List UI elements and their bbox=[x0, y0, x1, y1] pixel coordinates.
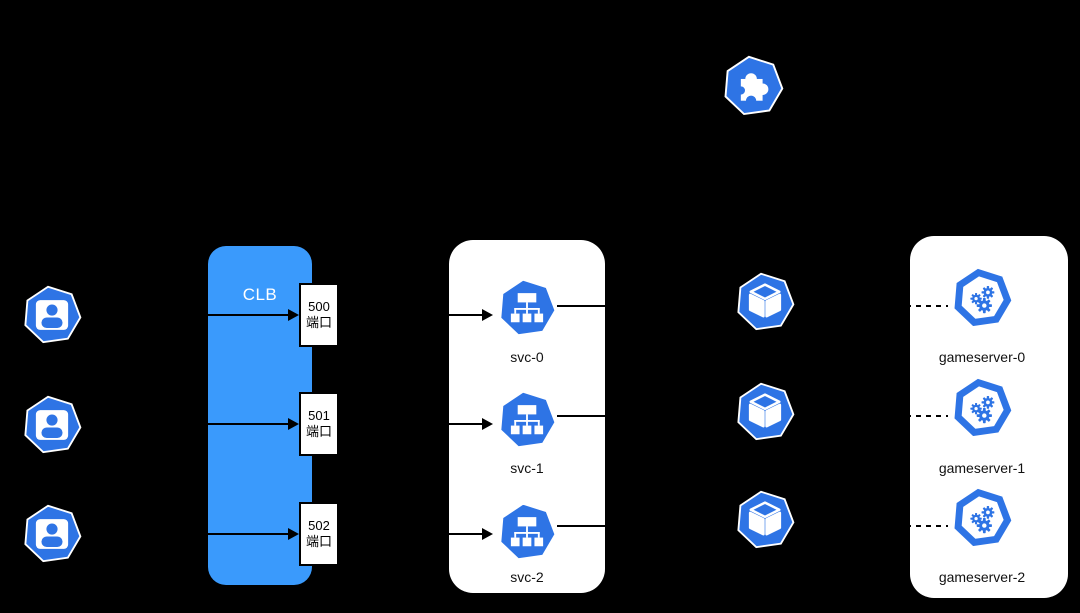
clb-label: CLB bbox=[242, 285, 278, 304]
kubernetes-service-icon bbox=[496, 389, 558, 451]
arrowhead-icon bbox=[288, 309, 299, 321]
connector-port-to-svc bbox=[341, 314, 483, 316]
gameserver-label: gameserver-2 bbox=[938, 569, 1026, 585]
service-label: svc-1 bbox=[510, 460, 544, 476]
dashed-connector-pod-to-gameserver bbox=[796, 415, 948, 417]
puzzle-plugin-icon bbox=[721, 54, 785, 118]
connector-svc-to-pod bbox=[557, 415, 735, 417]
user-icon bbox=[21, 284, 83, 346]
arrowhead-icon bbox=[482, 309, 493, 321]
connector-svc-to-pod bbox=[557, 305, 735, 307]
port-unit: 端口 bbox=[305, 424, 332, 439]
connector-svc-to-pod bbox=[557, 525, 735, 527]
gameserver-label: gameserver-1 bbox=[938, 460, 1026, 476]
connector-user-to-port bbox=[80, 314, 289, 316]
user-icon bbox=[21, 503, 83, 565]
port-number: 500 bbox=[308, 299, 330, 314]
pod-cube-icon bbox=[734, 381, 796, 443]
port-number: 501 bbox=[308, 408, 330, 423]
arrowhead-icon bbox=[482, 528, 493, 540]
gameserver-gears-icon bbox=[949, 265, 1015, 331]
gameserver-gears-icon bbox=[949, 485, 1015, 551]
port-box-502: 502 端口 bbox=[299, 502, 339, 566]
dashed-connector-pod-to-gameserver bbox=[796, 305, 948, 307]
port-unit: 端口 bbox=[305, 534, 332, 549]
service-label: svc-0 bbox=[510, 349, 544, 365]
connector-port-to-svc bbox=[341, 423, 483, 425]
arrowhead-icon bbox=[288, 528, 299, 540]
gameserver-gears-icon bbox=[949, 375, 1015, 441]
port-number: 502 bbox=[308, 518, 330, 533]
port-box-500: 500 端口 bbox=[299, 283, 339, 347]
user-icon bbox=[21, 394, 83, 456]
port-unit: 端口 bbox=[305, 315, 332, 330]
pod-cube-icon bbox=[734, 271, 796, 333]
connector-user-to-port bbox=[80, 533, 289, 535]
kubernetes-service-icon bbox=[496, 501, 558, 563]
arrowhead-icon bbox=[482, 418, 493, 430]
service-label: svc-2 bbox=[510, 569, 544, 585]
dashed-connector-pod-to-gameserver bbox=[796, 525, 948, 527]
arrowhead-icon bbox=[288, 418, 299, 430]
connector-port-to-svc bbox=[341, 533, 483, 535]
pod-cube-icon bbox=[734, 489, 796, 551]
gameserver-label: gameserver-0 bbox=[938, 349, 1026, 365]
connector-user-to-port bbox=[80, 423, 289, 425]
port-box-501: 501 端口 bbox=[299, 392, 339, 456]
kubernetes-service-icon bbox=[496, 277, 558, 339]
